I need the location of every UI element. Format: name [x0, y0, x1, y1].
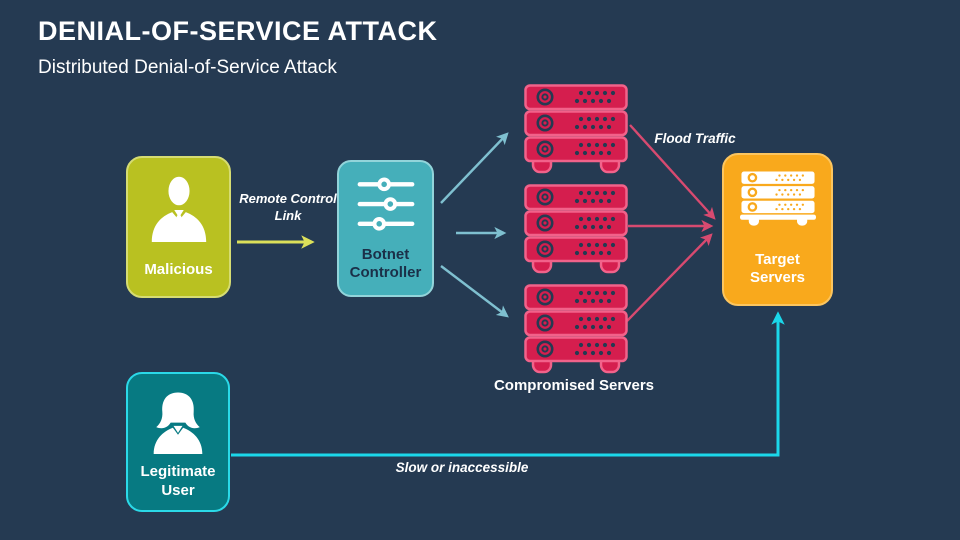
server-stack-icon — [524, 84, 628, 176]
botnet-to-servers-arrows — [440, 132, 509, 318]
node-target-servers: Target Servers — [722, 153, 833, 306]
compromised-servers-label: Compromised Servers — [493, 377, 655, 394]
node-malicious: Malicious — [126, 156, 231, 298]
male-user-icon — [145, 170, 213, 251]
female-user-icon — [146, 386, 210, 463]
sliders-icon — [355, 176, 417, 239]
flood-traffic-arrows — [626, 124, 716, 322]
node-legitimate-user: Legitimate User — [126, 372, 230, 512]
node-legitimate-user-label: Legitimate User — [140, 463, 216, 499]
arrow-botnet-to-stack3 — [440, 265, 509, 318]
arrow-slow-or-inaccessible — [231, 311, 785, 457]
slide-title: DENIAL-OF-SERVICE ATTACK — [38, 16, 438, 46]
slide-subtitle: Distributed Denial-of-Service Attack — [38, 57, 337, 78]
server-stack-icon — [739, 170, 816, 234]
node-botnet-controller-label: Botnet Controller — [349, 245, 422, 282]
arrow-stack3-to-target — [626, 233, 713, 322]
slow-or-inaccessible-label: Slow or inaccessible — [395, 460, 529, 475]
flood-traffic-label: Flood Traffic — [654, 131, 736, 146]
server-stack-icon — [524, 184, 628, 276]
remote-control-link-label: Remote Control Link — [239, 191, 337, 223]
node-target-servers-label: Target Servers — [749, 250, 806, 287]
arrow-stack1-to-target — [629, 124, 716, 220]
arrow-botnet-to-stack1 — [440, 132, 509, 204]
node-malicious-label: Malicious — [144, 261, 213, 279]
node-botnet-controller: Botnet Controller — [337, 160, 434, 297]
server-stack-icon — [524, 284, 628, 376]
